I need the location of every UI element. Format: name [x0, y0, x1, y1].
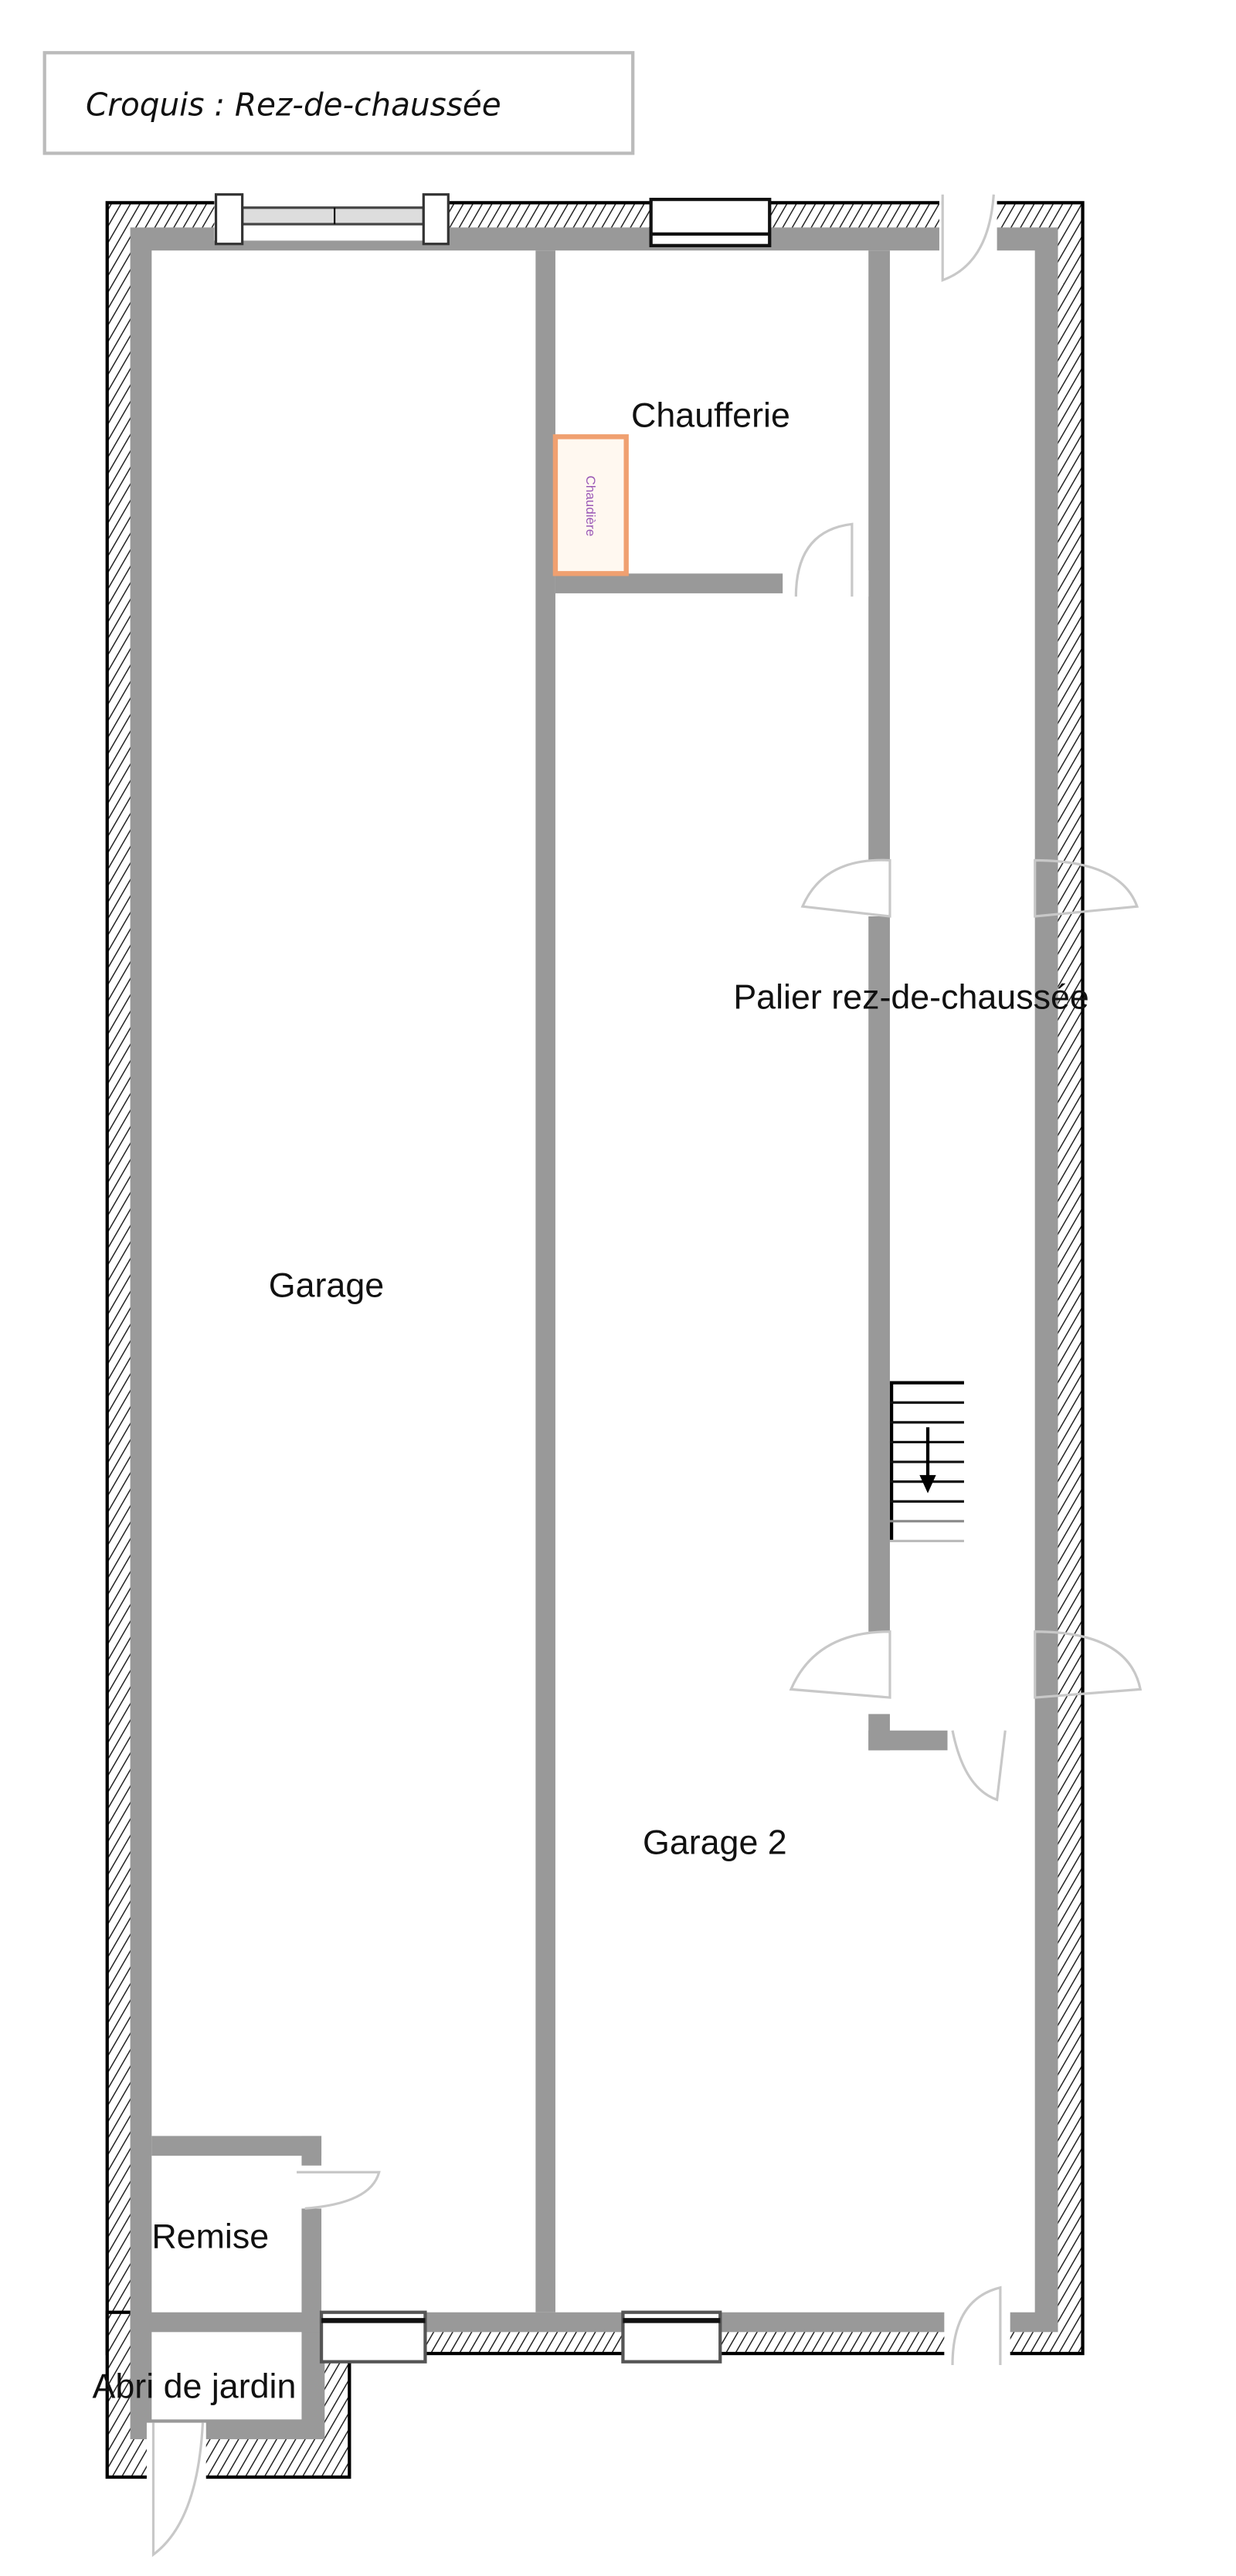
- room-label-remise: Remise: [151, 2217, 269, 2256]
- window-bottom-middle: [621, 2310, 722, 2364]
- window-top-left: [214, 193, 450, 246]
- window-top-middle: [649, 197, 772, 247]
- door-abri: [146, 2422, 206, 2557]
- room-label-chaufferie: Chaufferie: [631, 396, 790, 434]
- stairs-icon: [889, 1381, 964, 1543]
- door-palier-bottom: [789, 1630, 1143, 1699]
- door-corridor-bottom: [947, 1727, 1014, 1802]
- door-remise: [297, 2165, 381, 2210]
- boiler-label: Chaudière: [583, 476, 598, 537]
- room-label-garage: Garage: [269, 1266, 384, 1305]
- plan-title: Croquis : Rez-de-chaussée: [86, 86, 501, 123]
- door-chaufferie: [783, 522, 869, 597]
- boiler: Chaudière: [552, 434, 629, 576]
- door-top-right: [939, 194, 997, 282]
- window-bottom-left: [319, 2310, 427, 2364]
- room-label-garage-2: Garage 2: [643, 1823, 787, 1862]
- door-palier-top: [800, 858, 1139, 918]
- door-bottom-right: [944, 2285, 1010, 2365]
- room-label-abri-de-jardin: Abri de jardin: [93, 2367, 297, 2406]
- interior-walls: [151, 250, 948, 2333]
- title-box: Croquis : Rez-de-chaussée: [42, 51, 635, 155]
- room-label-palier: Palier rez-de-chaussée: [733, 977, 1088, 1016]
